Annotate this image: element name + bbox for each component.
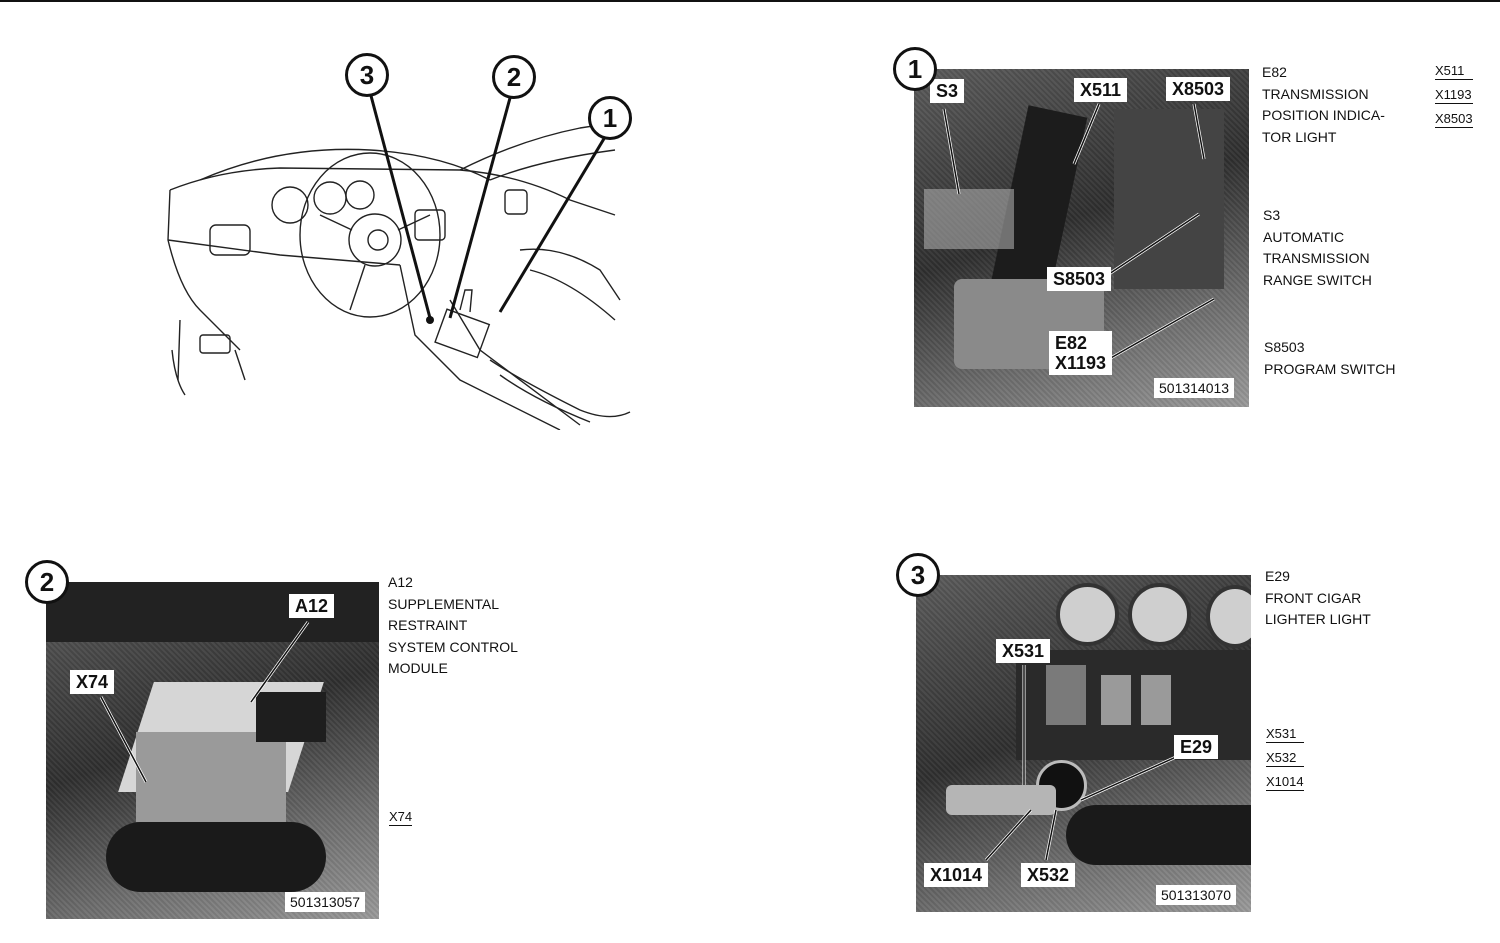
connector-x8503: X8503 — [1435, 111, 1473, 128]
callout-x74: X74 — [70, 670, 115, 694]
callout-e82-x1193: E82 X1193 — [1049, 331, 1113, 375]
panel-2-connector-list: X74 — [389, 809, 413, 833]
photo-id-501313070: 501313070 — [1156, 885, 1237, 905]
panel-1-legend-s3: S3 AUTOMATIC TRANSMISSION RANGE SWITCH — [1263, 207, 1372, 288]
connector-x1193: X1193 — [1435, 87, 1473, 104]
connector-x532: X532 — [1266, 750, 1304, 767]
callout-s8503: S8503 — [1047, 267, 1112, 291]
overview-marker-3: 3 — [345, 53, 389, 97]
panel-1-connector-list: X511 X1193 X8503 — [1435, 63, 1473, 135]
callout-x1014: X1014 — [924, 863, 989, 887]
panel-2-number: 2 — [25, 560, 69, 604]
panel-2-photo: A12 X74 501313057 — [46, 582, 379, 919]
callout-e29: E29 — [1174, 735, 1219, 759]
panel-1-legend-s8503: S8503 PROGRAM SWITCH — [1264, 339, 1396, 377]
panel-2-legend-a12: A12 SUPPLEMENTAL RESTRAINT SYSTEM CONTRO… — [388, 574, 518, 676]
callout-x532: X532 — [1021, 863, 1076, 887]
overview-marker-2: 2 — [492, 55, 536, 99]
top-rule — [0, 0, 1500, 2]
panel-3-photo: X531 E29 X1014 X532 501313070 — [916, 575, 1251, 912]
callout-x8503: X8503 — [1166, 77, 1231, 101]
panel-3-legend-e29: E29 FRONT CIGAR LIGHTER LIGHT — [1265, 568, 1371, 627]
overview-marker-1: 1 — [588, 96, 632, 140]
connector-x1014: X1014 — [1266, 774, 1304, 791]
callout-x511: X511 — [1074, 78, 1128, 102]
panel-3-number: 3 — [896, 553, 940, 597]
dashboard-overview-drawing: 3 2 1 — [160, 50, 640, 430]
connector-x531: X531 — [1266, 726, 1304, 743]
panel-3-connector-list: X531 X532 X1014 — [1266, 726, 1304, 798]
callout-s3: S3 — [930, 79, 965, 103]
callout-x531: X531 — [996, 639, 1051, 663]
connector-x74: X74 — [389, 809, 413, 826]
panel-1-photo: S3 X511 X8503 S8503 E82 X1193 501314013 — [914, 69, 1249, 407]
photo-id-501314013: 501314013 — [1154, 378, 1235, 398]
dashboard-line-art — [167, 91, 631, 430]
callout-a12: A12 — [289, 594, 335, 618]
photo-id-501313057: 501313057 — [285, 892, 366, 912]
panel-1-legend-e82: E82 TRANSMISSION POSITION INDICA- TOR LI… — [1262, 64, 1385, 145]
connector-x511: X511 — [1435, 63, 1473, 80]
panel-1-number: 1 — [893, 47, 937, 91]
